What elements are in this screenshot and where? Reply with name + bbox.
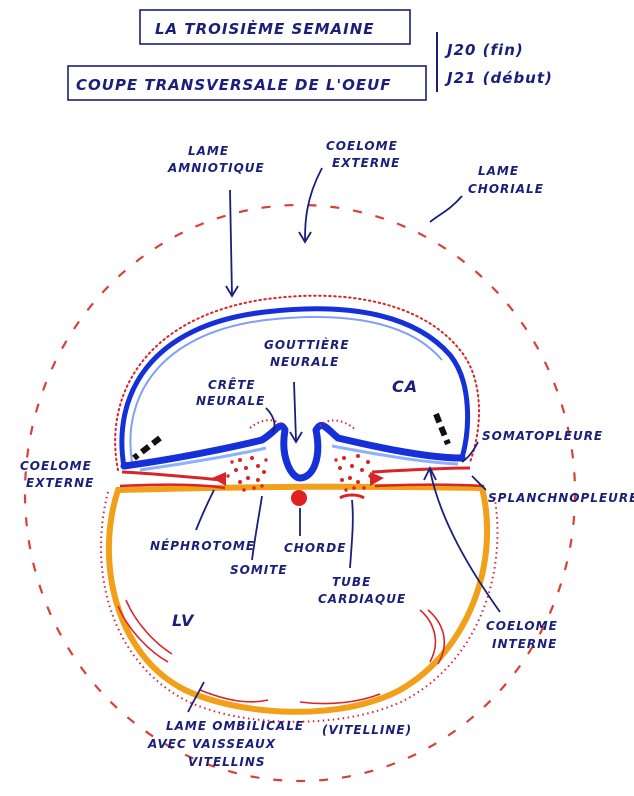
yolk-sac (109, 487, 487, 712)
day-label-2: J21 (début) (444, 69, 553, 87)
label-coelome-ext-left-1: COELOME (20, 459, 92, 473)
label-somatopleure: SOMATOPLEURE (482, 429, 603, 443)
neural-crest-dots (250, 420, 356, 430)
label-coelome-ext-left-2: EXTERNE (26, 476, 94, 490)
label-lv: LV (172, 611, 195, 630)
diagram-subtitle: COUPE TRANSVERSALE DE L'OEUF (76, 76, 392, 94)
day-label-1: J20 (fin) (444, 41, 524, 59)
label-crete-1: CRÊTE (208, 377, 256, 392)
subtitle-box: COUPE TRANSVERSALE DE L'OEUF (68, 66, 426, 100)
label-lame-omb-1: LAME OMBILICALE (166, 719, 304, 733)
label-gouttiere-1: GOUTTIÈRE (264, 337, 350, 352)
notochord (291, 490, 307, 506)
splanchnopleure-right (375, 485, 484, 487)
somatopleure-left (122, 472, 222, 480)
amnion-mesoderm-dots (115, 296, 479, 470)
label-vitelline: (VITELLINE) (322, 723, 412, 737)
label-tube-1: TUBE (332, 575, 371, 589)
label-somite: SOMITE (230, 563, 288, 577)
label-lame-choriale-1: LAME (478, 164, 519, 178)
label-chorde: CHORDE (284, 541, 346, 555)
label-lame-omb-2: AVEC VAISSEAUX (147, 737, 276, 751)
title-box: LA TROISIÈME SEMAINE (140, 10, 410, 44)
label-coelome-ext-top-2: EXTERNE (332, 156, 400, 170)
label-lame-amniotique-1: LAME (188, 144, 229, 158)
coelom-arrow-left (134, 438, 160, 458)
cardiac-tube (340, 495, 364, 498)
nephrotome-left (212, 472, 226, 486)
label-lame-choriale-2: CHORIALE (468, 182, 544, 196)
label-nephrotome: NÉPHROTOME (150, 538, 255, 553)
label-splanchnopleure: SPLANCHNOPLEURE (488, 491, 634, 505)
label-gouttiere-2: NEURALE (270, 355, 339, 369)
label-lame-omb-3: VITELLINS (188, 755, 266, 769)
label-coelome-int-1: COELOME (486, 619, 558, 633)
label-coelome-ext-top-1: COELOME (326, 139, 398, 153)
coelom-arrow-right (436, 414, 448, 444)
label-ca: CA (392, 377, 418, 396)
label-tube-2: CARDIAQUE (318, 592, 406, 606)
diagram-title: LA TROISIÈME SEMAINE (155, 19, 375, 38)
label-coelome-int-2: INTERNE (492, 637, 557, 651)
somatopleure-right (372, 468, 470, 472)
label-lame-amniotique-2: AMNIOTIQUE (167, 161, 265, 175)
label-crete-2: NEURALE (196, 394, 265, 408)
